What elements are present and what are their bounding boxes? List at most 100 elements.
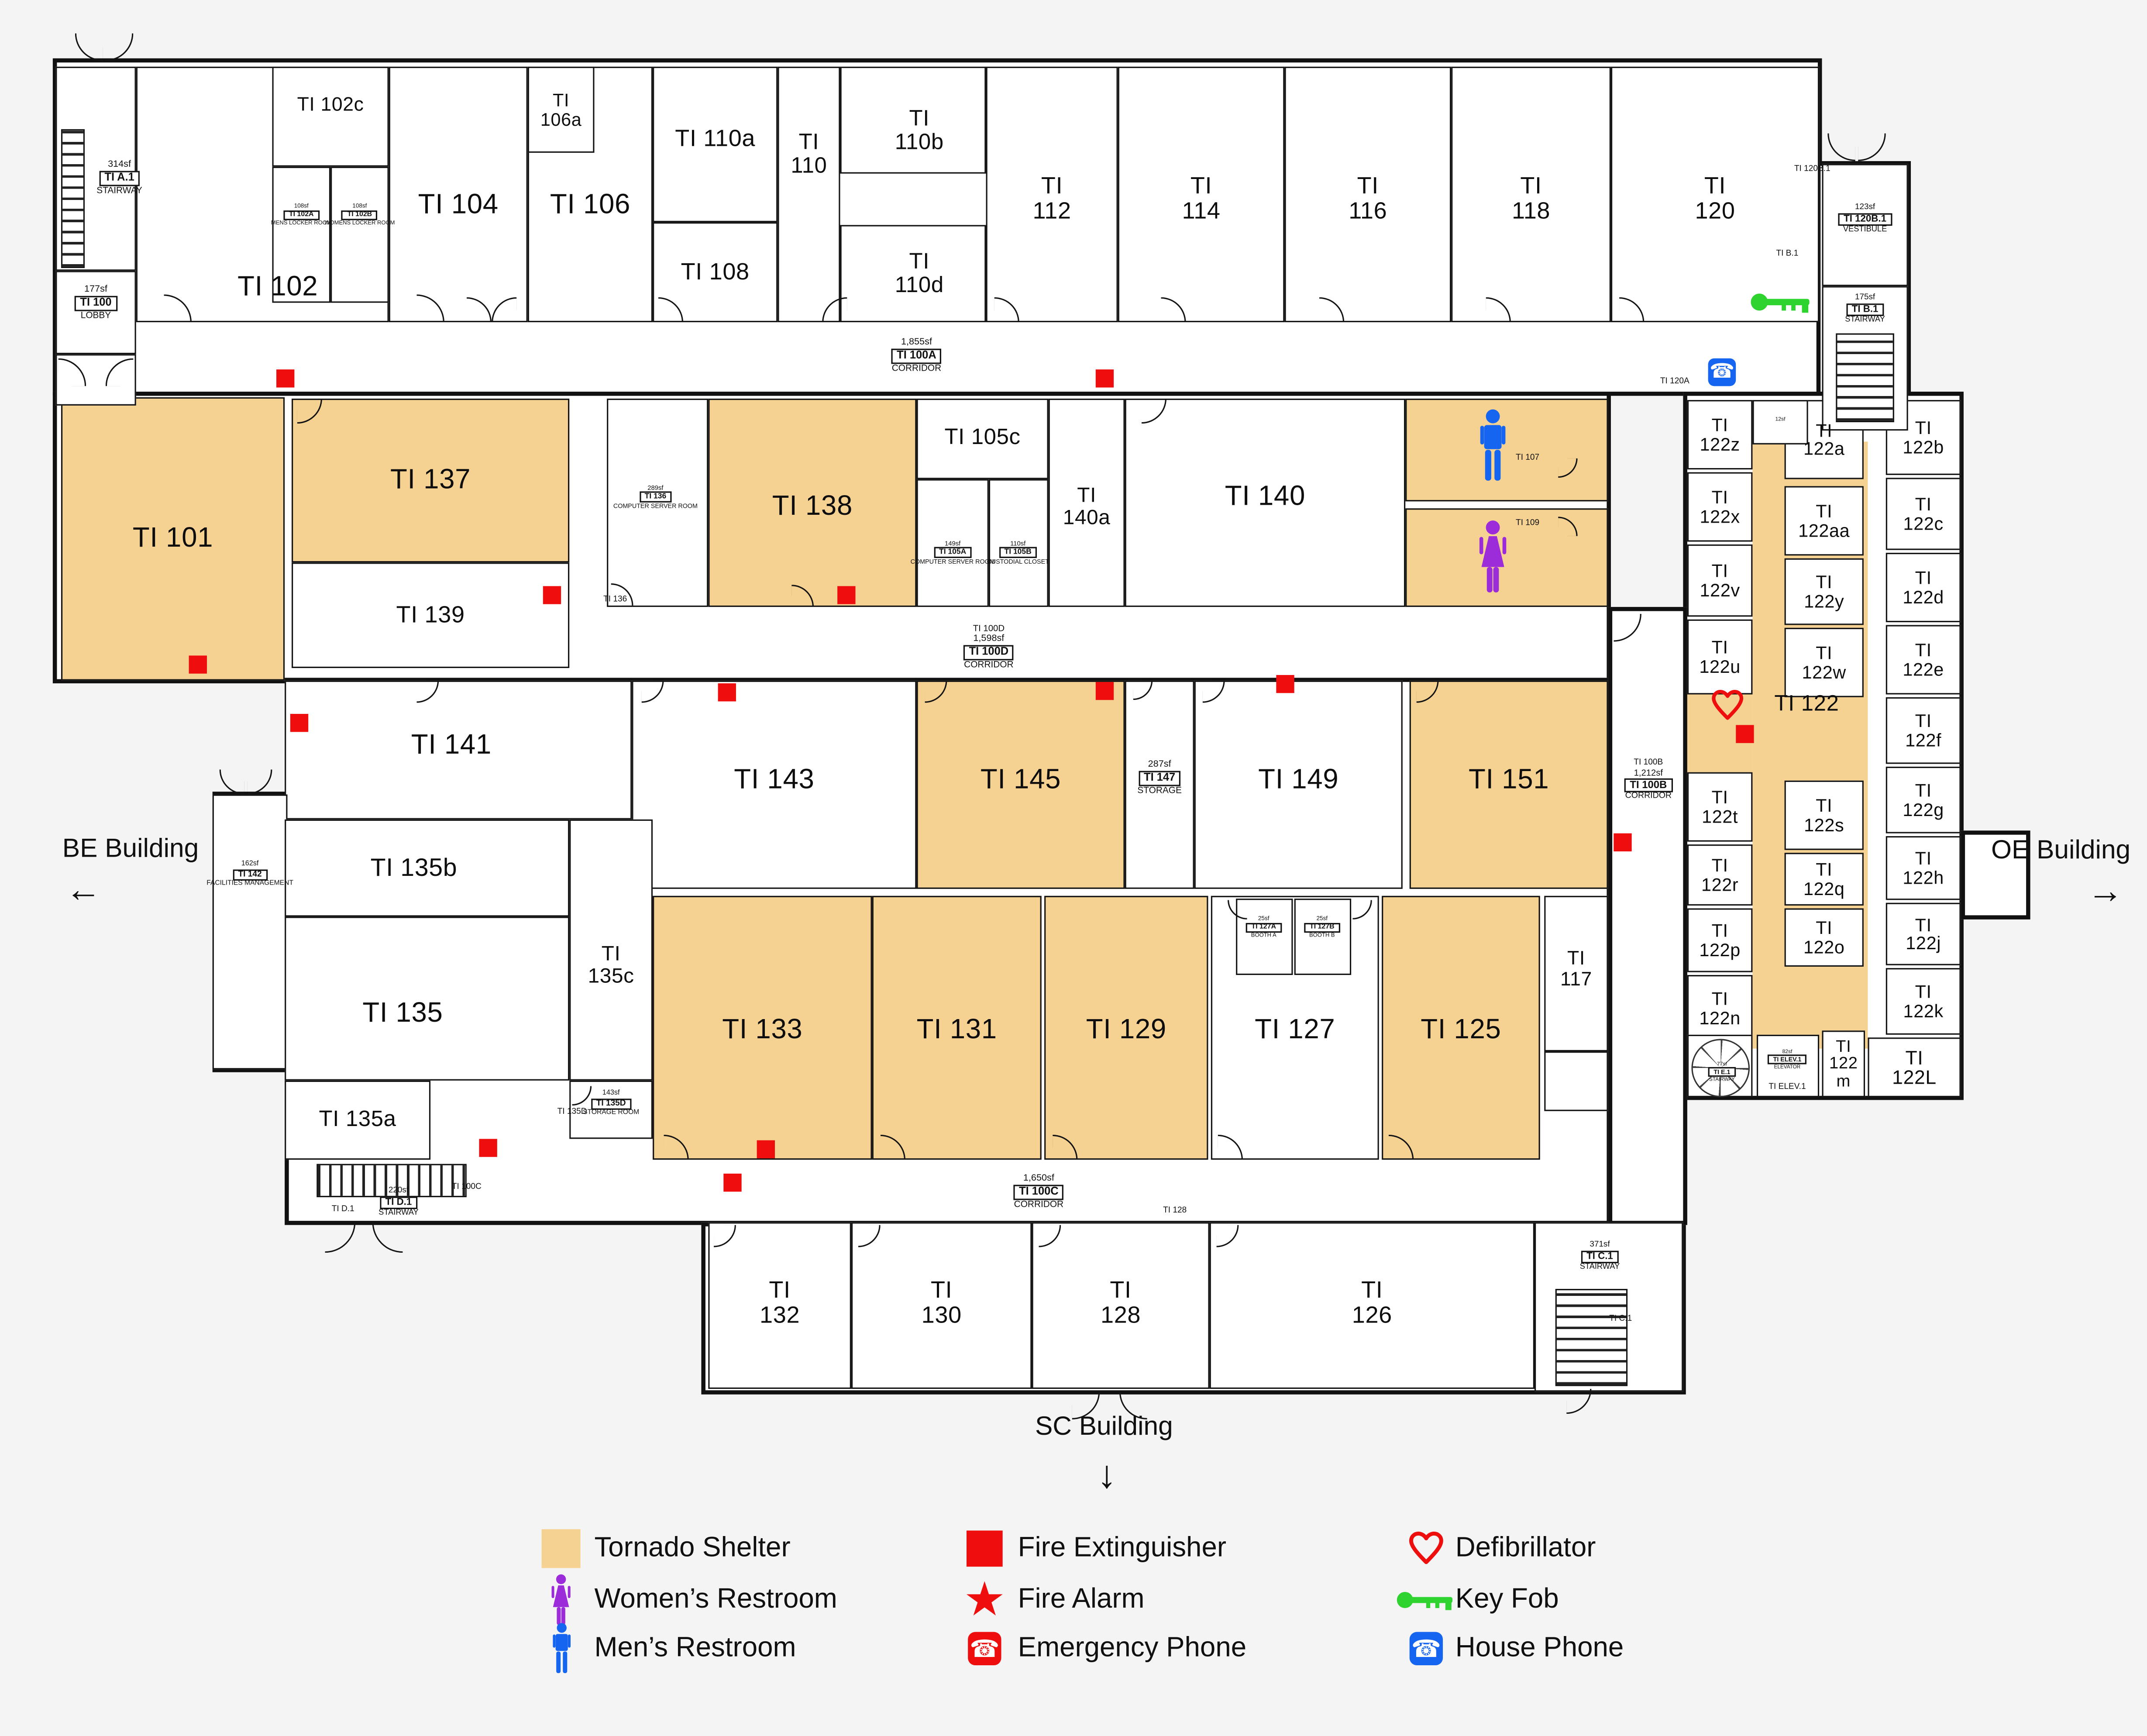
door-label: TI ELEV.1 (1769, 1083, 1806, 1092)
room-label-ti122y: TI 122y (1804, 571, 1844, 611)
fire-extinguisher-icon (837, 586, 856, 604)
fire-extinguisher-icon (1095, 682, 1114, 700)
micro-id: TI 127A (1246, 923, 1282, 933)
door-label: TI C.1 (1609, 1315, 1632, 1324)
room-ti118 (1451, 66, 1611, 322)
micro-name: CUSTODIAL CLOSET (987, 558, 1049, 566)
room-ti122e (1886, 625, 1961, 695)
key-fob-icon (1750, 290, 1813, 314)
room-ti122g (1886, 766, 1961, 834)
room-label-ti122t: TI 122t (1702, 786, 1738, 827)
door-label: TI 120A (1660, 378, 1689, 386)
fire-extinguisher-icon (718, 683, 736, 702)
micro-sf: 25sf (1316, 914, 1328, 922)
room-ti122w (1784, 627, 1864, 697)
room-ti141 (285, 680, 632, 820)
legend-key-fob-icon (1396, 1589, 1457, 1611)
room-label-ti131: TI 131 (916, 1015, 997, 1046)
room-ti105a (916, 479, 989, 607)
door-arc (1858, 133, 1886, 161)
micro-id: TI D.1 (379, 1196, 417, 1210)
legend-label: Men’s Restroom (594, 1633, 796, 1664)
room-ti122j (1886, 902, 1961, 965)
room-lobby (55, 271, 136, 355)
fire-extinguisher-icon (757, 1140, 775, 1158)
micro-name: STAIRWAY (378, 1209, 419, 1218)
micro-name: LOBBY (80, 310, 111, 320)
room-mens-restroom (1405, 398, 1608, 502)
room-label-ti122a: TI 122a (1803, 419, 1845, 459)
room-elevator (1756, 1034, 1820, 1097)
micro-name: STAIRWAY (96, 186, 142, 196)
room-ti135 (285, 916, 570, 1081)
room-label-ti122v: TI 122v (1700, 560, 1740, 600)
room-label-ti122h: TI 122h (1903, 847, 1944, 888)
legend-shelter-swatch (541, 1529, 581, 1568)
room-ti149 (1194, 680, 1403, 889)
stairway-treads (1555, 1288, 1628, 1386)
door-arc (1827, 133, 1855, 161)
micro-name: COMPUTER SERVER ROOM (910, 558, 995, 566)
room-ti122z (1687, 400, 1753, 470)
door-label: TI D.1 (331, 1206, 354, 1214)
room-ti133 (653, 896, 872, 1160)
fire-extinguisher-icon (723, 1173, 742, 1192)
micro-id: TI 100C (1013, 1184, 1064, 1200)
room-ti147 (1125, 680, 1194, 889)
micro-sf: 1,598sf (973, 634, 1005, 644)
room-label-ti110a: TI 110a (675, 125, 756, 152)
micro-sf: 110sf (1010, 540, 1026, 547)
room-ti116 (1284, 66, 1452, 322)
room-label-ti130: TI 130 (921, 1277, 962, 1328)
micro-sf: 371sf (1590, 1241, 1610, 1250)
be-building-label: BE Building (62, 834, 199, 864)
micro-label: 12sf (1775, 417, 1786, 423)
room-ti104 (389, 66, 528, 322)
room-ti122t (1687, 772, 1753, 842)
room-label-ti120: TI 120 (1695, 172, 1735, 224)
room-ti122p (1687, 908, 1753, 972)
room-label-ti122e: TI 122e (1903, 639, 1944, 679)
micro-id: TI ELEV.1 (1767, 1055, 1807, 1065)
legend-woman-icon (548, 1574, 573, 1626)
micro-pre: TI 100B (1634, 759, 1663, 768)
micro-id: TI 120B.1 (1838, 213, 1892, 227)
micro-name: CORRIDOR (1014, 1199, 1064, 1209)
room-ti125 (1382, 896, 1540, 1160)
legend-man-icon (550, 1622, 574, 1675)
room-ti122k (1886, 968, 1961, 1035)
room-label-ti108: TI 108 (681, 258, 750, 285)
room-utility-closet (1752, 400, 1808, 444)
room-ti102c (272, 66, 389, 167)
room-ti120 (1610, 66, 1820, 322)
stairway-treads (317, 1164, 467, 1198)
room-label-ti122m: TI 122 m (1829, 1036, 1858, 1091)
sc-building-label: SC Building (1035, 1412, 1173, 1442)
room-label-ti122b: TI 122b (1903, 417, 1944, 457)
micro-id: TI 100 (74, 295, 117, 311)
woman-icon (1475, 520, 1511, 595)
room-ti122s (1784, 780, 1864, 850)
room-label-ti139: TI 139 (396, 601, 465, 628)
room-label-ti133: TI 133 (722, 1015, 803, 1046)
micro-name: COMPUTER SERVER ROOM (613, 503, 698, 510)
micro-name: WOMENS LOCKER ROOM (324, 219, 395, 227)
micro-sf: 314sf (108, 159, 131, 170)
building-block (1608, 607, 1687, 1225)
micro-name: STAIRWAY (1709, 1077, 1735, 1083)
legend-fire-alarm-icon: ★ (963, 1574, 1006, 1626)
room-ti140a (1048, 398, 1125, 607)
room-label-ti137: TI 137 (390, 465, 471, 496)
room-label-ti143: TI 143 (734, 765, 815, 796)
micro-id: TI 147 (1138, 770, 1181, 786)
